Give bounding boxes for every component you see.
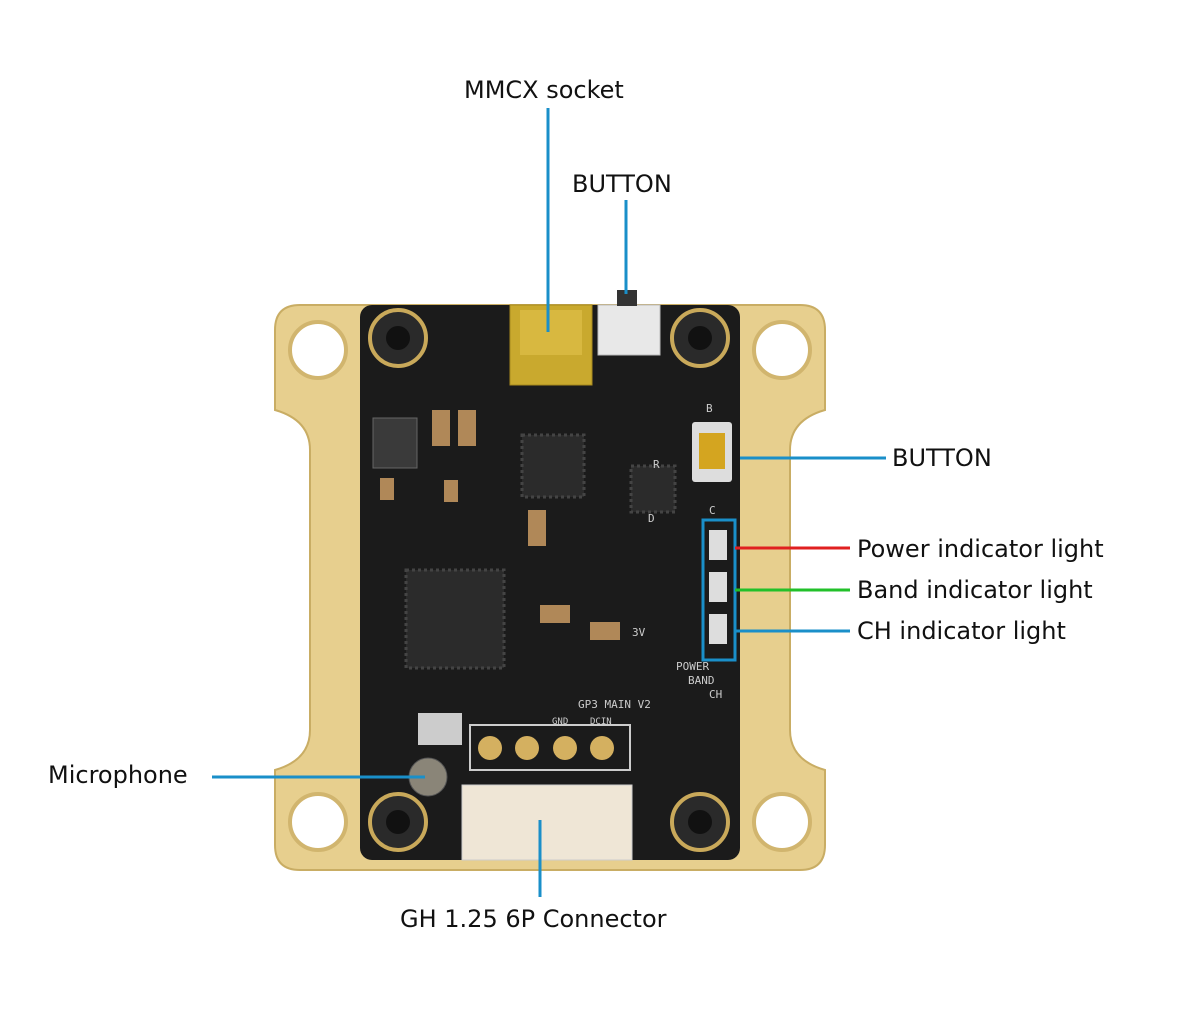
silk-dcin: DCIN — [590, 717, 612, 727]
label-side-button: BUTTON — [892, 444, 992, 472]
crystal — [418, 713, 462, 745]
silk-gnd: GND — [552, 717, 568, 727]
silk-board-name: GP3 MAIN V2 — [578, 698, 651, 711]
silk-d: D — [648, 512, 655, 525]
indicator-leds — [701, 518, 737, 662]
solder-pads — [469, 724, 631, 771]
label-microphone: Microphone — [48, 761, 188, 789]
label-mmcx-socket: MMCX socket — [464, 76, 624, 104]
silk-3v: 3V — [632, 626, 646, 639]
silk-b: B — [706, 402, 713, 415]
silk-ch: CH — [709, 688, 722, 701]
label-band-indicator: Band indicator light — [857, 576, 1093, 604]
mmcx-socket — [509, 304, 593, 386]
components — [380, 410, 620, 640]
chip — [520, 433, 586, 499]
leader-lines — [212, 108, 886, 897]
silk-c: C — [709, 504, 716, 517]
inductor — [372, 417, 418, 469]
label-top-button: BUTTON — [572, 170, 672, 198]
silk-power: POWER — [676, 660, 709, 673]
chip — [629, 464, 677, 514]
chip — [404, 568, 506, 670]
top-button — [597, 290, 661, 356]
silk-r: R — [653, 458, 660, 471]
label-ch-indicator: CH indicator light — [857, 617, 1066, 645]
label-gh-connector: GH 1.25 6P Connector — [400, 905, 667, 933]
gh-connector — [461, 784, 633, 861]
silk-band: BAND — [688, 674, 715, 687]
label-power-indicator: Power indicator light — [857, 535, 1104, 563]
standoffs — [368, 308, 730, 852]
side-button — [692, 422, 732, 482]
